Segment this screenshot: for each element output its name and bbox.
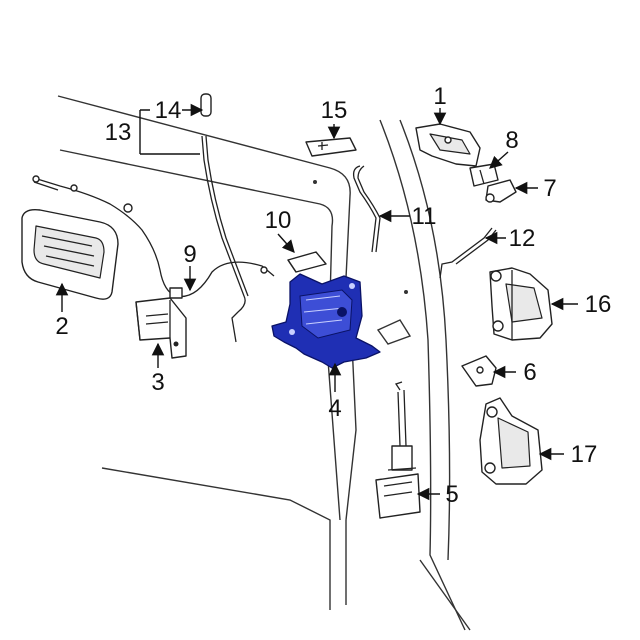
part-rod-clip	[200, 93, 212, 117]
part-lower-hinge	[479, 397, 543, 485]
part-cable	[32, 175, 275, 299]
callout-9: 9	[183, 241, 196, 268]
part-small-plate	[461, 355, 497, 387]
callout-13: 13	[105, 119, 132, 146]
part-pad	[305, 137, 357, 157]
leader-lines	[55, 103, 578, 501]
part-outside-handle	[21, 208, 119, 300]
part-upper-bracket	[415, 123, 481, 167]
callout-17: 17	[571, 441, 598, 468]
callout-1: 1	[433, 83, 446, 110]
part-bracket	[135, 297, 187, 359]
callout-6: 6	[523, 359, 536, 386]
part-cover	[287, 251, 327, 273]
callout-11: 11	[412, 203, 437, 230]
part-rod-11	[352, 165, 381, 253]
part-door-latch-highlighted	[271, 273, 381, 369]
callout-10: 10	[265, 207, 292, 234]
callout-5: 5	[445, 481, 458, 508]
callout-15: 15	[321, 97, 348, 124]
part-upper-hinge	[489, 267, 553, 341]
part-clip-7	[485, 179, 517, 203]
callout-3: 3	[151, 369, 164, 396]
callout-labels: 1 2 3 4 5 6 7 8 9 10 11 12 13 14 15 16 1…	[55, 83, 611, 508]
part-rod-12	[439, 227, 497, 279]
part-clip-8	[469, 163, 499, 187]
callout-12: 12	[509, 225, 536, 252]
callout-8: 8	[505, 127, 518, 154]
callout-2: 2	[55, 313, 68, 340]
door-body-outline	[57, 95, 471, 631]
part-long-rod	[201, 135, 249, 343]
callout-14: 14	[155, 97, 182, 124]
part-actuator	[375, 381, 421, 519]
callout-16: 16	[585, 291, 612, 318]
callout-4: 4	[328, 395, 341, 422]
callout-7: 7	[543, 175, 556, 202]
